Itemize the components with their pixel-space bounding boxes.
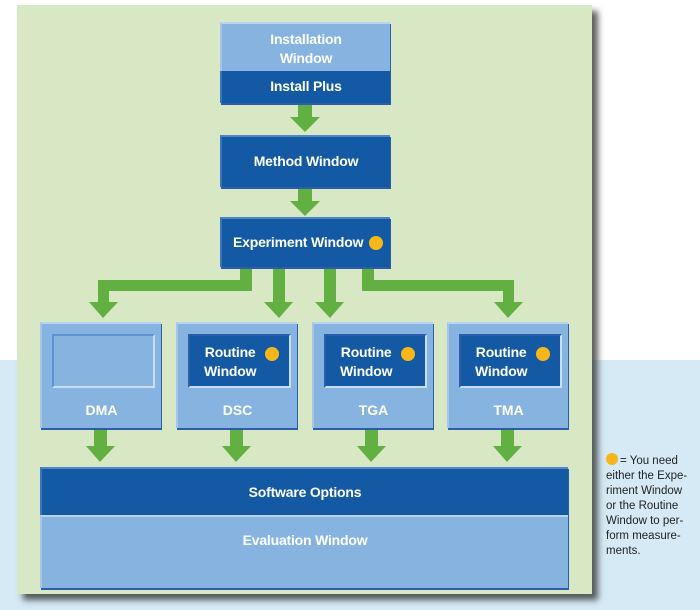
arrow-experiment-to-tma — [362, 267, 523, 318]
experiment-window-node: Experiment Window — [220, 217, 390, 267]
routine-window-label-line2: Window — [340, 363, 393, 379]
routine-window-label-line2: Window — [204, 363, 257, 379]
legend-line: form measure- — [606, 530, 681, 542]
experiment-window-label: Experiment Window — [233, 234, 364, 250]
evaluation-window-label: Evaluation Window — [242, 532, 368, 548]
method-window-label: Method Window — [253, 153, 359, 169]
yellow-dot-icon — [606, 453, 618, 465]
routine-window-label-line1: Routine — [475, 344, 527, 360]
instrument-label: DSC — [222, 402, 253, 418]
arrow-tga-to-software — [357, 430, 386, 462]
install-plus-label: Install Plus — [270, 78, 342, 94]
software-options-node: Software Options — [40, 467, 568, 515]
yellow-dot-icon — [265, 347, 279, 361]
routine-window-node: Routine Window — [188, 334, 291, 388]
instrument-dsc: Routine Window DSC — [176, 322, 297, 428]
arrow-dma-to-software — [86, 430, 115, 462]
legend-line: ments. — [606, 545, 641, 557]
arrow-experiment-to-tga — [315, 267, 344, 318]
method-window-node: Method Window — [220, 135, 390, 187]
installation-window-label-line2: Window — [279, 50, 333, 66]
instrument-tma: Routine Window TMA — [447, 322, 568, 428]
routine-window-label-line1: Routine — [204, 344, 256, 360]
instrument-label: DMA — [85, 402, 118, 418]
legend-line: or the Routine — [606, 500, 679, 512]
instrument-label: TGA — [358, 402, 389, 418]
arrow-install-to-method — [290, 104, 320, 132]
instrument-tga: Routine Window TGA — [312, 322, 433, 428]
arrow-dsc-to-software — [222, 430, 251, 462]
instrument-label: TMA — [493, 402, 524, 418]
legend-line: either the Expe- — [606, 470, 688, 482]
evaluation-window-node: Evaluation Window — [40, 515, 568, 588]
arrow-tma-to-software — [493, 430, 522, 462]
yellow-dot-icon — [401, 347, 415, 361]
legend: = You need either the Expe- riment Windo… — [606, 453, 698, 559]
arrow-experiment-to-dma — [89, 267, 252, 318]
arrow-method-to-experiment — [290, 188, 320, 216]
legend-line: Window to per- — [606, 515, 684, 527]
routine-window-label-line2: Window — [475, 363, 528, 379]
legend-line: riment Window — [606, 485, 683, 497]
dma-empty-slot — [52, 334, 155, 388]
yellow-dot-icon — [536, 347, 550, 361]
instrument-dma: DMA — [40, 322, 161, 428]
routine-window-node: Routine Window — [324, 334, 427, 388]
arrow-experiment-to-dsc — [264, 267, 293, 318]
installation-window-node: Installation Window — [220, 22, 390, 71]
routine-window-label-line1: Routine — [340, 344, 392, 360]
yellow-dot-icon — [368, 236, 383, 251]
routine-window-node: Routine Window — [459, 334, 562, 388]
installation-window-label-line1: Installation — [270, 31, 342, 47]
software-options-label: Software Options — [248, 484, 362, 500]
legend-line: = You need — [620, 455, 678, 467]
install-plus-node: Install Plus — [220, 71, 390, 103]
